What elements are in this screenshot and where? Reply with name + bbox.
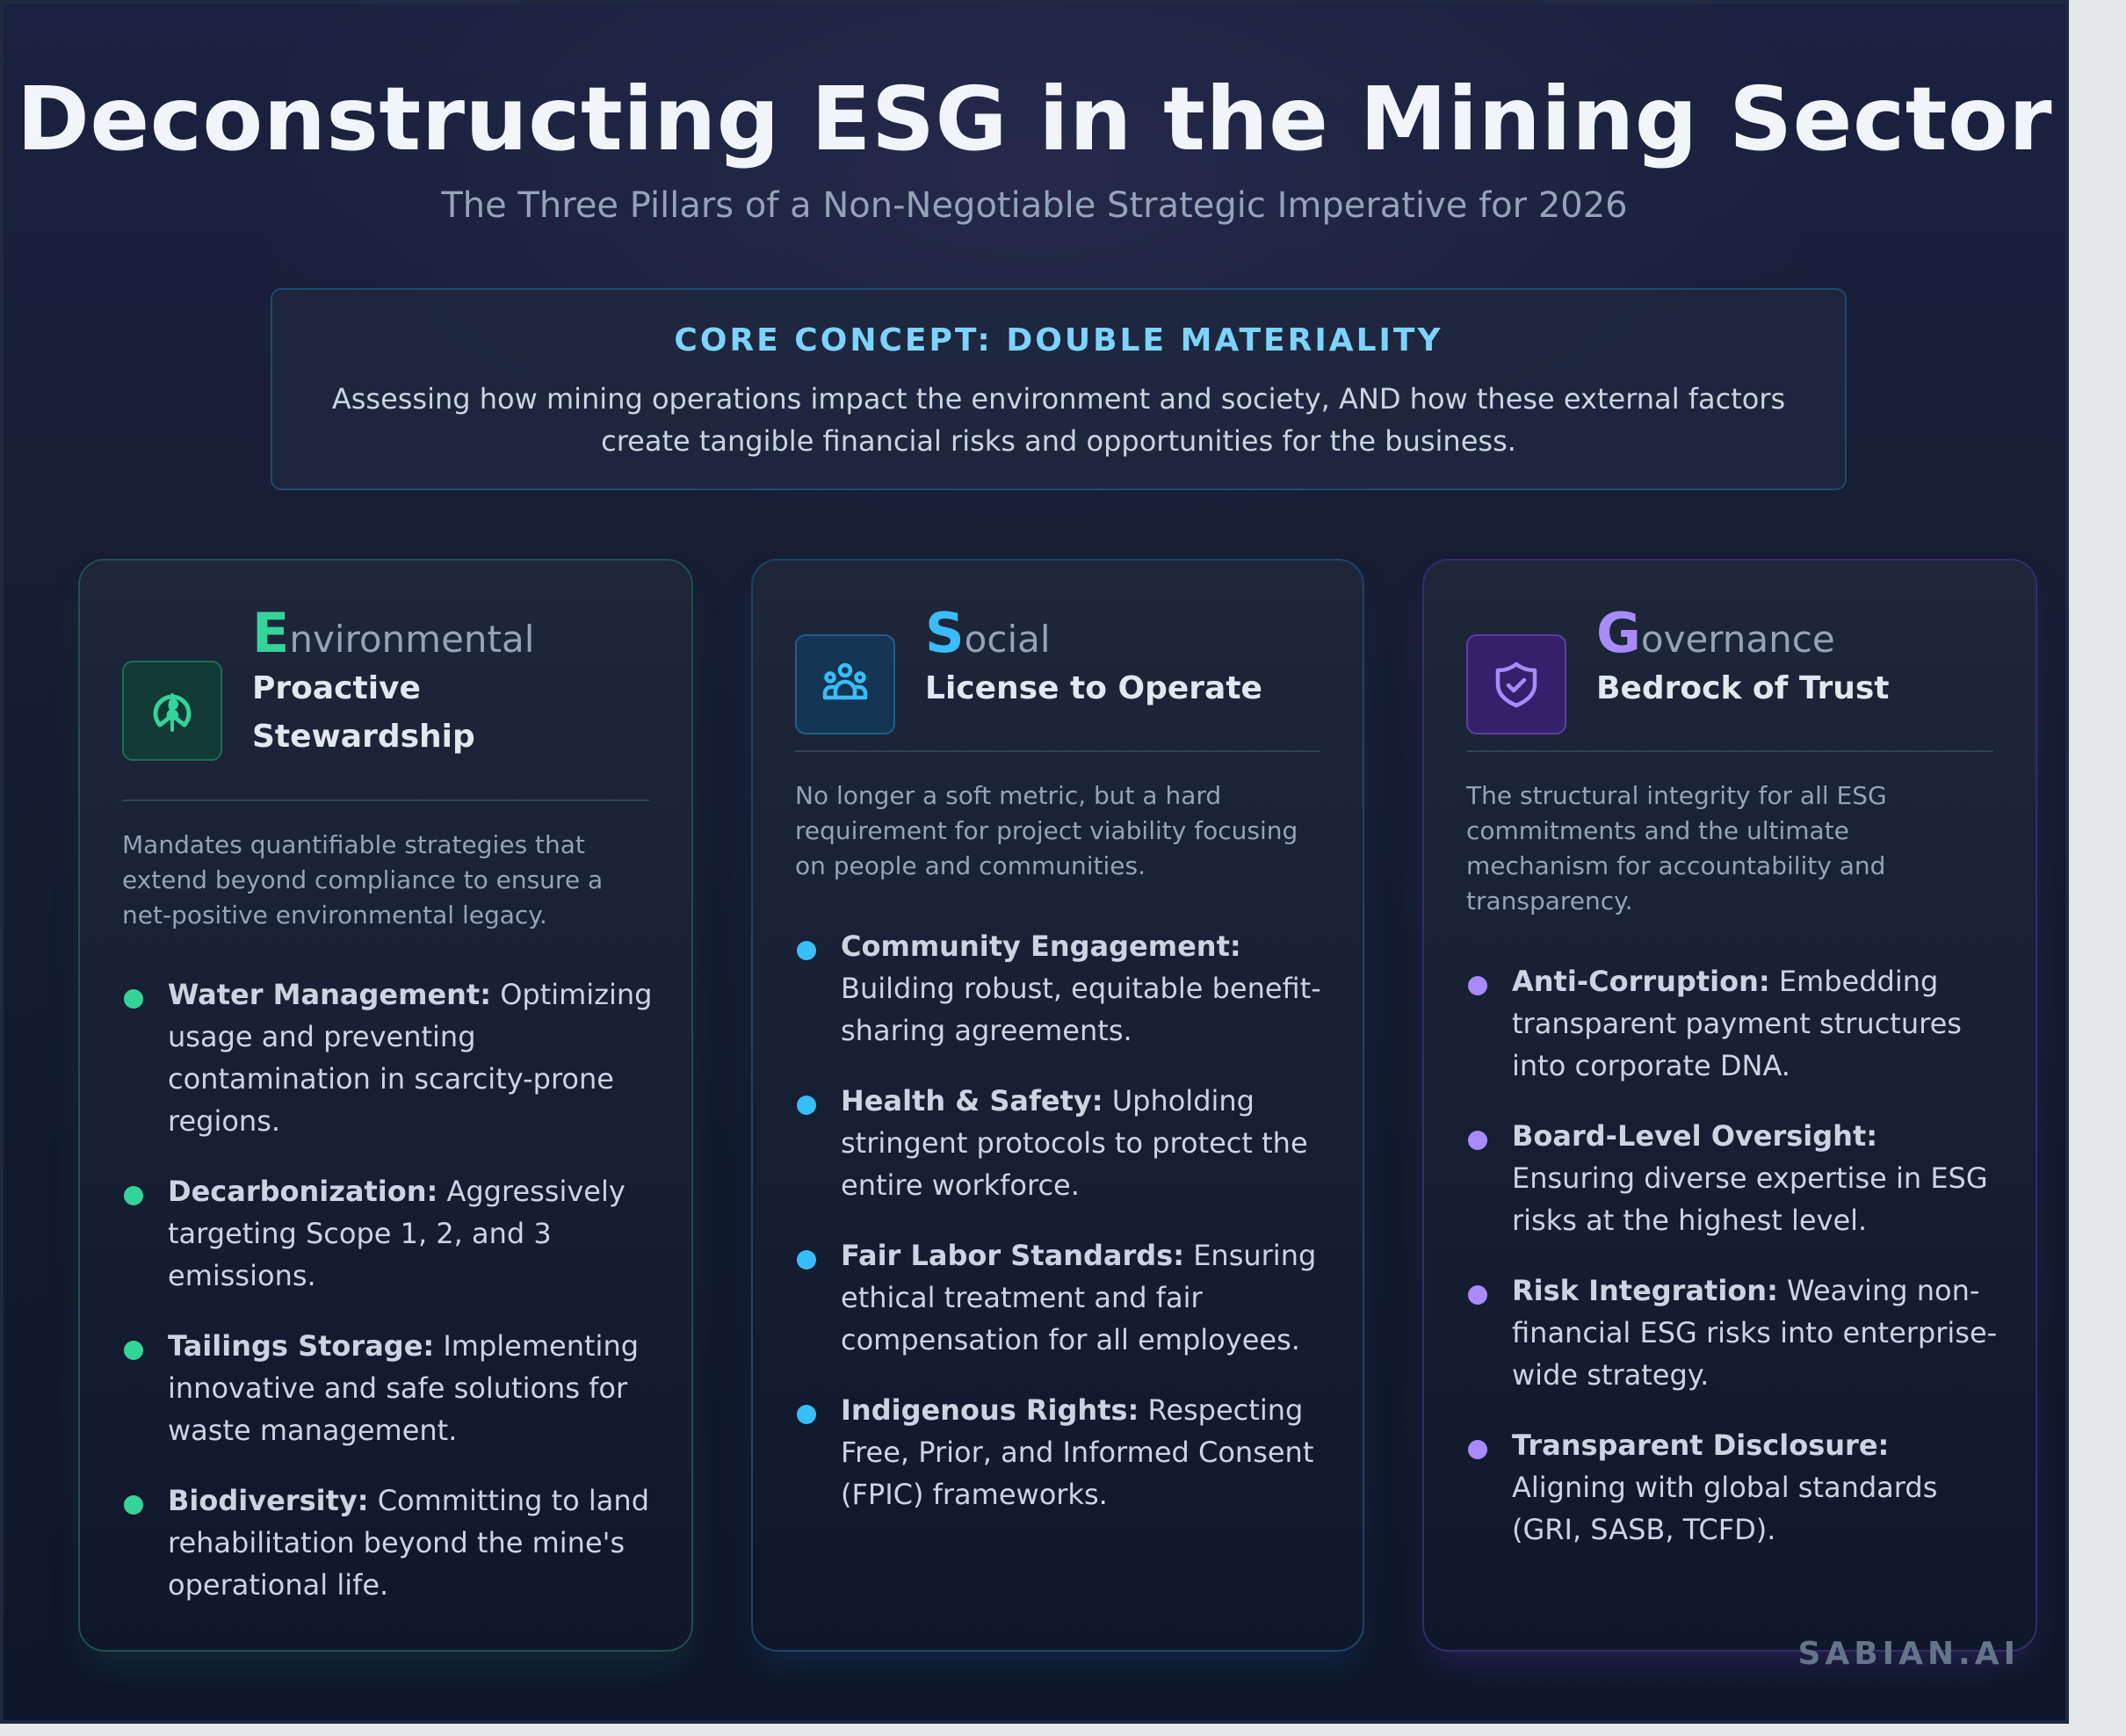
- pillar-card-social: Social License to Operate No longer a so…: [751, 559, 1364, 1652]
- pillar-item-list: Water Management: Optimizing usage and p…: [122, 973, 665, 1634]
- bullet-dot-icon: [1468, 1285, 1487, 1305]
- item-term: Health & Safety:: [841, 1084, 1103, 1118]
- pillar-icon-box: [122, 661, 222, 761]
- item-term: Anti-Corruption:: [1512, 965, 1770, 998]
- item-text: Optimizing usage and preventing contamin…: [168, 978, 653, 1138]
- pillar-subtitle: Bedrock of Trust: [1596, 670, 1890, 706]
- item-term: Biodiversity:: [168, 1484, 369, 1517]
- list-item: Biodiversity: Committing to land rehabil…: [122, 1479, 665, 1606]
- item-text: Respecting Free, Prior, and Informed Con…: [841, 1393, 1314, 1511]
- pillar-divider: [795, 750, 1320, 752]
- item-text: Weaving non-financial ESG risks into ent…: [1512, 1274, 1998, 1392]
- bullet-dot-icon: [1468, 976, 1487, 995]
- pillar-initial: S: [925, 601, 965, 665]
- list-item: Decarbonization: Aggressively targeting …: [122, 1170, 665, 1297]
- pillar-name-rest: overnance: [1640, 618, 1835, 661]
- item-text: Embedding transparent payment structures…: [1512, 965, 1962, 1082]
- list-item: Community Engagement: Building robust, e…: [795, 925, 1336, 1052]
- list-item: Anti-Corruption: Embedding transparent p…: [1466, 960, 2009, 1087]
- pillar-card-environmental: Environmental Proactive Stewardship Mand…: [78, 559, 693, 1652]
- pillar-divider: [122, 799, 649, 801]
- pillar-name: Social: [925, 604, 1051, 669]
- list-item: Health & Safety: Upholding stringent pro…: [795, 1080, 1336, 1206]
- list-item: Water Management: Optimizing usage and p…: [122, 973, 665, 1142]
- item-text: Ensuring ethical treatment and fair comp…: [841, 1239, 1317, 1356]
- pillar-icon-box: [1466, 634, 1566, 734]
- bullet-dot-icon: [797, 1250, 816, 1269]
- pillar-subtitle: License to Operate: [925, 670, 1262, 706]
- pillar-name: Environmental: [252, 604, 534, 669]
- item-term: Community Engagement:: [841, 929, 1241, 963]
- pillar-description: The structural integrity for all ESG com…: [1466, 781, 1887, 915]
- list-item: Tailings Storage: Implementing innovativ…: [122, 1325, 665, 1451]
- core-concept-label: CORE CONCEPT: DOUBLE MATERIALITY: [674, 322, 1443, 358]
- bullet-dot-icon: [124, 989, 143, 1009]
- pillar-item-list: Community Engagement: Building robust, e…: [795, 925, 1336, 1544]
- item-term: Water Management:: [168, 978, 492, 1011]
- pillar-icon-box: [795, 634, 895, 734]
- pillar-name-rest: nvironmental: [289, 618, 535, 661]
- list-item: Board-Level Oversight: Ensuring diverse …: [1466, 1115, 2009, 1241]
- item-term: Transparent Disclosure:: [1512, 1429, 1890, 1462]
- core-concept-box: CORE CONCEPT: DOUBLE MATERIALITY Assessi…: [271, 288, 1847, 490]
- pillar-initial: E: [252, 601, 290, 665]
- item-term: Decarbonization:: [168, 1175, 438, 1208]
- brand-watermark: SABIAN.AI: [1797, 1636, 2020, 1672]
- bullet-dot-icon: [124, 1186, 143, 1205]
- list-item: Risk Integration: Weaving non-financial …: [1466, 1269, 2009, 1396]
- item-term: Indigenous Rights:: [841, 1393, 1139, 1427]
- item-text: Building robust, equitable benefit-shari…: [841, 972, 1321, 1047]
- page-title: Deconstructing ESG in the Mining Sector: [16, 68, 2053, 170]
- pillar-description: No longer a soft metric, but a hard requ…: [795, 781, 1298, 880]
- bullet-dot-icon: [124, 1341, 143, 1360]
- shield-check-icon: [1495, 662, 1537, 708]
- pillar-name-rest: ocial: [964, 618, 1051, 661]
- leaf-circle-icon: [153, 693, 192, 732]
- item-text: Ensuring diverse expertise in ESG risks …: [1512, 1161, 1988, 1237]
- core-concept-text: Assessing how mining operations impact t…: [331, 382, 1786, 458]
- bullet-dot-icon: [797, 1096, 816, 1115]
- item-text: Upholding stringent protocols to protect…: [841, 1084, 1308, 1202]
- item-text: Aligning with global standards (GRI, SAS…: [1512, 1471, 1938, 1546]
- bullet-dot-icon: [797, 1405, 816, 1424]
- list-item: Indigenous Rights: Respecting Free, Prio…: [795, 1389, 1336, 1515]
- pillar-subtitle: Proactive Stewardship: [252, 670, 475, 755]
- infographic-panel: Deconstructing ESG in the Mining Sector …: [0, 0, 2069, 1724]
- bullet-dot-icon: [797, 941, 816, 960]
- bullet-dot-icon: [1468, 1440, 1487, 1459]
- bullet-dot-icon: [1468, 1131, 1487, 1150]
- people-group-icon: [822, 662, 868, 700]
- item-text: Implementing innovative and safe solutio…: [168, 1329, 640, 1447]
- list-item: Transparent Disclosure: Aligning with gl…: [1466, 1424, 2009, 1551]
- pillar-description: Mandates quantifiable strategies that ex…: [122, 830, 604, 929]
- bullet-dot-icon: [124, 1495, 143, 1515]
- item-term: Board-Level Oversight:: [1512, 1119, 1878, 1153]
- pillar-item-list: Anti-Corruption: Embedding transparent p…: [1466, 960, 2009, 1579]
- pillar-name: Governance: [1596, 604, 1835, 669]
- item-term: Tailings Storage:: [168, 1329, 435, 1363]
- pillar-card-governance: Governance Bedrock of Trust The structur…: [1422, 559, 2037, 1652]
- page-subtitle: The Three Pillars of a Non-Negotiable St…: [441, 185, 1628, 226]
- item-text: Aggressively targeting Scope 1, 2, and 3…: [168, 1175, 626, 1292]
- item-term: Fair Labor Standards:: [841, 1239, 1185, 1272]
- item-text: Committing to land rehabilitation beyond…: [168, 1484, 649, 1602]
- pillar-divider: [1466, 750, 1993, 752]
- pillar-initial: G: [1596, 601, 1641, 665]
- list-item: Fair Labor Standards: Ensuring ethical t…: [795, 1234, 1336, 1361]
- item-term: Risk Integration:: [1512, 1274, 1778, 1307]
